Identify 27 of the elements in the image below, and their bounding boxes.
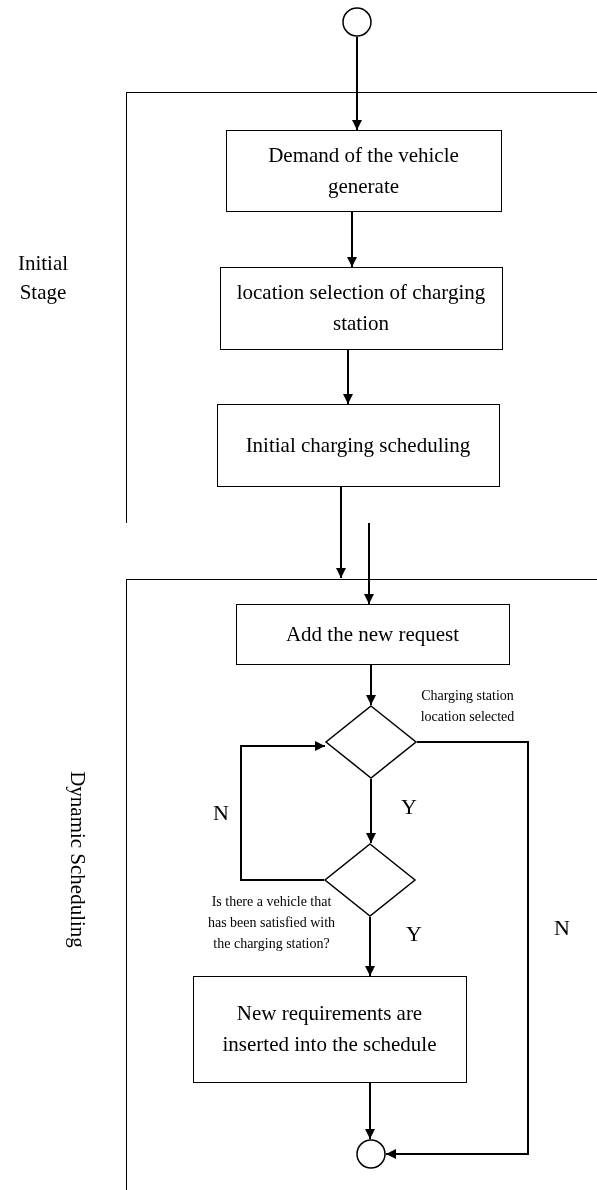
step-text: Add the new request [285, 620, 460, 648]
flow-arrow [366, 778, 376, 844]
flow-arrow [364, 522, 374, 605]
flow-arrow [343, 349, 353, 405]
flow-arrow [366, 664, 376, 706]
step-text: Demand of the vehicle generate [267, 141, 460, 200]
flow-arrow [240, 741, 326, 881]
flow-arrow [347, 211, 357, 268]
step-text: location selection of charging station [235, 279, 487, 337]
decision-question: Is there a vehicle that has been satisfied with the charging station? [206, 892, 337, 953]
terminal-circle [355, 1138, 386, 1169]
flow-arrow [365, 916, 375, 977]
flow-arrow [352, 36, 362, 131]
process-box [219, 266, 503, 350]
process-box [216, 403, 500, 487]
decision-question: Charging station location selected [419, 686, 516, 726]
process-box [235, 603, 510, 665]
step-text: New requirements are inserted into the schedule [221, 1000, 438, 1058]
flow-arrow [336, 486, 346, 579]
process-box [225, 129, 502, 212]
flow-arrow [385, 741, 529, 1159]
step-text: Initial charging scheduling [245, 431, 471, 459]
stage-heading: Dynamic Scheduling [64, 770, 91, 950]
process-box [192, 975, 467, 1083]
terminal-circle [342, 7, 372, 37]
flow-arrow [365, 1082, 375, 1140]
stage-heading: Initial Stage [16, 250, 70, 306]
